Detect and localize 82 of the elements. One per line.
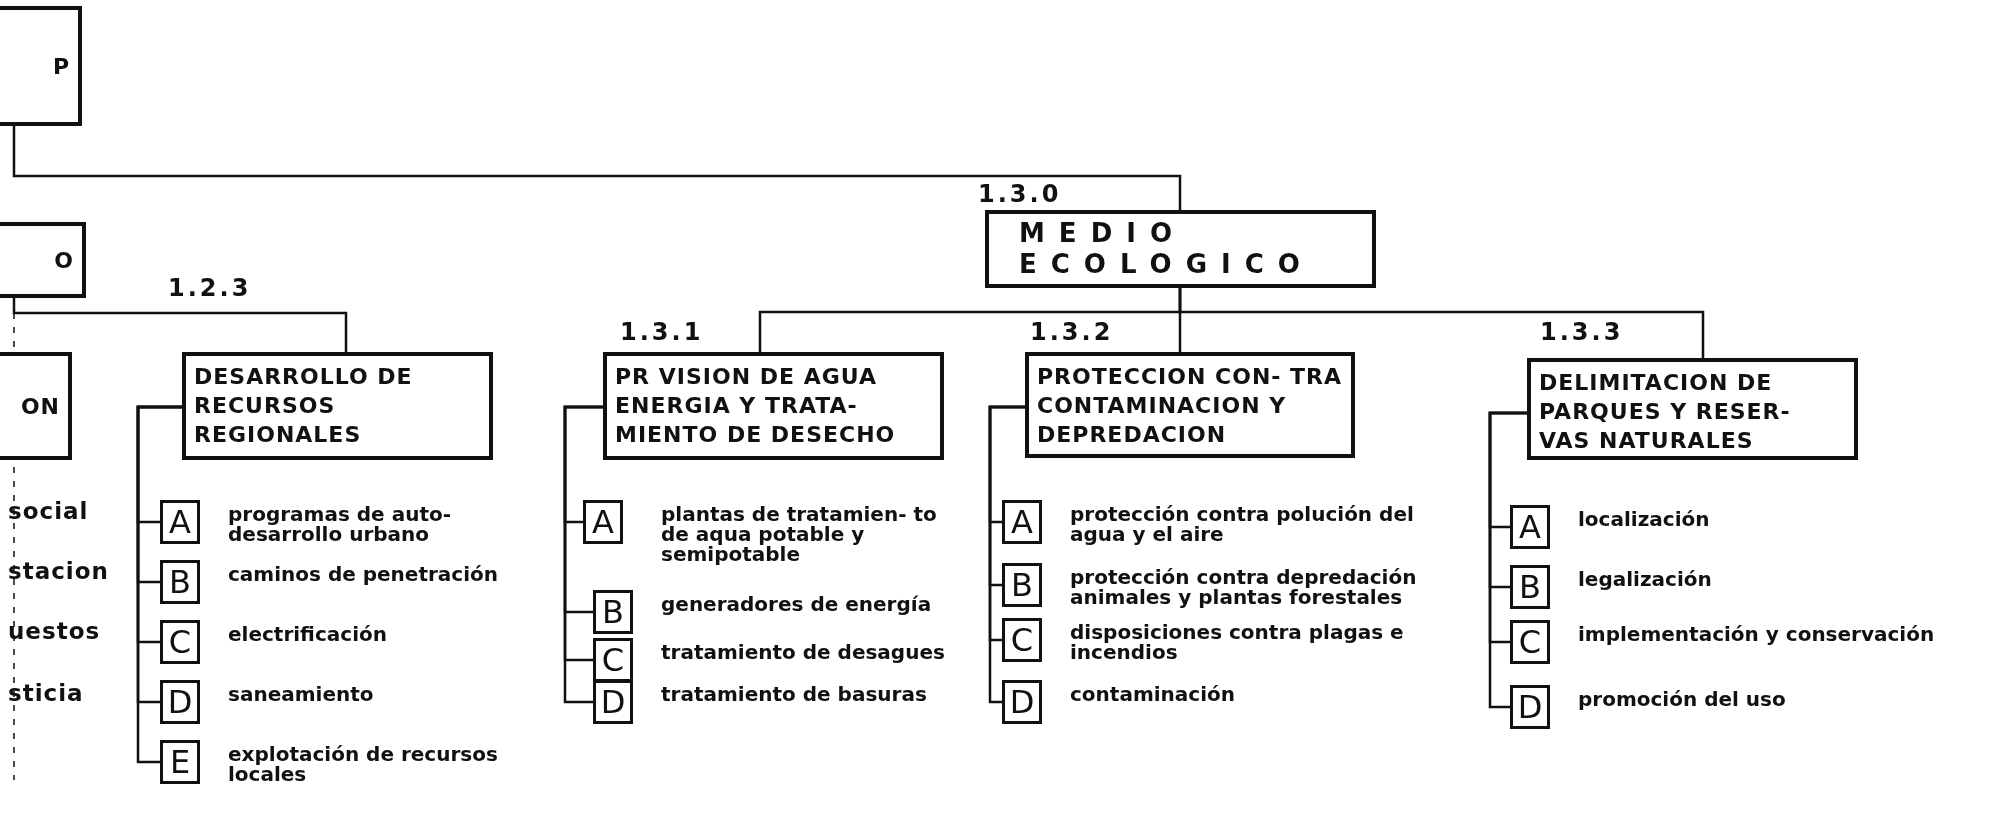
category-title: DESARROLLO DE RECURSOS REGIONALES (193, 363, 414, 449)
item-letter: E (169, 743, 191, 781)
letter-box (1002, 563, 1042, 607)
category-box (1025, 352, 1355, 458)
category-box (1527, 358, 1858, 460)
letter-box (160, 740, 200, 784)
letter-box (1510, 565, 1550, 609)
category-title: P (52, 52, 71, 81)
section-number: 1.3.1 (620, 318, 704, 346)
letter-box (1510, 620, 1550, 664)
item-description: contaminación (1070, 684, 1236, 704)
connector-line (1178, 288, 1705, 358)
item-letter: D (1517, 688, 1543, 726)
section-number: 1.3.3 (1540, 318, 1624, 346)
item-letter: A (169, 503, 191, 541)
item-description: saneamiento (228, 684, 375, 704)
item-letter: C (168, 623, 192, 661)
item-description: legalización (1578, 569, 1713, 589)
category-box (985, 210, 1376, 288)
item-description: plantas de tratamien- to de aqua potable y semipotable (661, 504, 938, 564)
connector-line (12, 298, 348, 352)
item-description: disposiciones contra plagas e incendios (1070, 622, 1405, 662)
category-title: O (54, 246, 75, 275)
letter-box (593, 590, 633, 634)
category-title: DELIMITACION DE PARQUES Y RESER- VAS NATURALES (1538, 369, 1792, 455)
item-description: generadores de energía (661, 594, 933, 614)
letter-box (583, 500, 623, 544)
letter-box (160, 680, 200, 724)
item-description: protección contra depredación animales y plantas forestales (1070, 567, 1418, 607)
cut-off-label: sticia (8, 680, 84, 706)
connector-line (1488, 411, 1527, 709)
category-title: MEDIO ECOLOGICO (1018, 217, 1315, 281)
connector-line (988, 405, 1025, 704)
category-title: PROTECCION CON- TRA CONTAMINACION Y DEPREDACION (1036, 363, 1344, 449)
letter-box (593, 638, 633, 682)
item-letter: C (1518, 623, 1542, 661)
item-letter: D (1009, 683, 1035, 721)
item-letter: C (601, 641, 625, 679)
item-description: programas de auto- desarrollo urbano (228, 504, 452, 544)
item-letter: D (167, 683, 193, 721)
section-number: 1.3.2 (1030, 318, 1114, 346)
category-box (0, 352, 72, 460)
item-letter: D (600, 683, 626, 721)
section-number: 1.3.0 (978, 180, 1062, 208)
item-description: localización (1578, 509, 1711, 529)
category-box (182, 352, 493, 460)
item-description: explotación de recursos locales (228, 744, 499, 784)
letter-box (1002, 500, 1042, 544)
item-letter: B (602, 593, 624, 631)
item-description: protección contra polución del agua y el aire (1070, 504, 1415, 544)
item-letter: B (1011, 566, 1033, 604)
category-box (0, 222, 86, 298)
cut-off-label: social (8, 498, 89, 524)
item-letter: C (1010, 621, 1034, 659)
category-title: ON (20, 392, 61, 421)
letter-box (160, 560, 200, 604)
item-description: caminos de penetración (228, 564, 500, 584)
cut-off-label: stacion (8, 558, 109, 584)
letter-box (1002, 618, 1042, 662)
category-box (0, 6, 82, 126)
category-box (603, 352, 944, 460)
item-letter: B (169, 563, 191, 601)
item-letter: A (1519, 508, 1541, 546)
letter-box (160, 500, 200, 544)
letter-box (1002, 680, 1042, 724)
item-letter: A (592, 503, 614, 541)
item-description: tratamiento de desagues (661, 642, 946, 662)
item-description: electrificación (228, 624, 388, 644)
item-letter: B (1519, 568, 1541, 606)
section-number: 1.2.3 (168, 274, 252, 302)
letter-box (160, 620, 200, 664)
cut-off-label: uestos (8, 618, 101, 644)
connector-line (136, 405, 182, 764)
connector-line (12, 126, 1182, 210)
item-description: implementación y conservación (1578, 624, 1936, 644)
item-description: promoción del uso (1578, 689, 1787, 709)
category-title: PR VISION DE AGUA ENERGIA Y TRATA- MIENTO DE DESECHO (614, 363, 897, 449)
letter-box (1510, 505, 1550, 549)
letter-box (1510, 685, 1550, 729)
item-letter: A (1011, 503, 1033, 541)
item-description: tratamiento de basuras (661, 684, 928, 704)
letter-box (593, 680, 633, 724)
